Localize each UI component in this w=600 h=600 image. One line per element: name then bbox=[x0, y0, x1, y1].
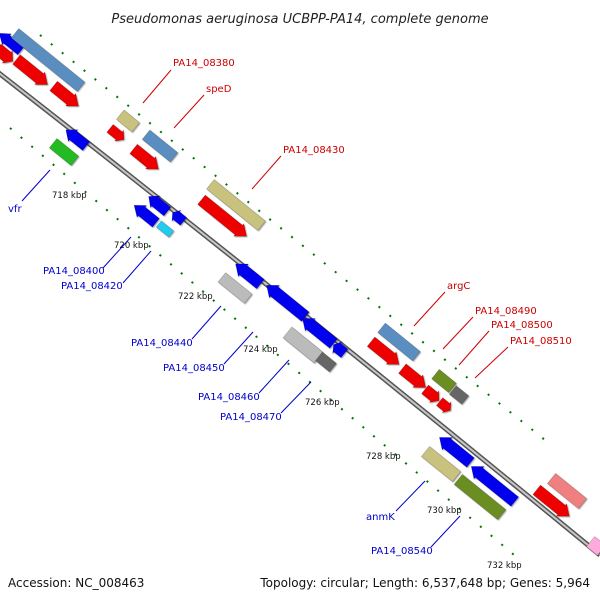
scale-label: 728 kbp bbox=[366, 452, 401, 462]
leader-line bbox=[251, 155, 282, 190]
gene-feature[interactable] bbox=[466, 460, 520, 508]
gene-label-pa14-08470: PA14_08470 bbox=[220, 412, 282, 423]
gene-feature[interactable] bbox=[129, 199, 160, 228]
gene-feature[interactable] bbox=[206, 179, 266, 231]
scale-label: 730 kbp bbox=[427, 506, 462, 516]
leader-line bbox=[442, 316, 474, 350]
gene-feature[interactable] bbox=[420, 384, 443, 407]
gene-feature[interactable] bbox=[129, 143, 164, 176]
leader-line bbox=[21, 169, 51, 202]
gene-label-pa14-08430: PA14_08430 bbox=[283, 145, 345, 156]
gene-feature[interactable] bbox=[61, 124, 91, 152]
gene-label-pa14-08400: PA14_08400 bbox=[43, 266, 105, 277]
leader-line bbox=[142, 69, 172, 104]
gene-feature[interactable] bbox=[435, 396, 455, 416]
gene-feature[interactable] bbox=[10, 28, 86, 92]
gene-feature[interactable] bbox=[48, 138, 80, 166]
gene-feature[interactable] bbox=[106, 123, 129, 145]
gene-feature[interactable] bbox=[49, 80, 84, 113]
leader-line bbox=[122, 250, 152, 284]
leader-lines bbox=[21, 69, 509, 548]
gene-feature[interactable] bbox=[0, 28, 25, 57]
leader-line bbox=[458, 330, 490, 366]
leader-line bbox=[413, 291, 446, 327]
scale-label: 726 kbp bbox=[305, 398, 340, 408]
map-title: Pseudomonas aeruginosa UCBPP-PA14, compl… bbox=[111, 12, 488, 27]
gene-feature[interactable] bbox=[448, 385, 470, 405]
gene-feature[interactable] bbox=[315, 351, 337, 373]
gene-label-anmk: anmK bbox=[366, 512, 395, 523]
gene-label-pa14-08460: PA14_08460 bbox=[198, 392, 260, 403]
gene-feature[interactable] bbox=[196, 194, 251, 243]
gene-label-pa14-08540: PA14_08540 bbox=[371, 546, 433, 557]
leader-line bbox=[191, 305, 222, 340]
gene-feature[interactable] bbox=[217, 272, 253, 304]
leader-line bbox=[102, 236, 132, 269]
scale-label: 720 kbp bbox=[114, 241, 149, 251]
gene-feature[interactable] bbox=[366, 335, 404, 370]
scale-label: 718 kbp bbox=[52, 191, 87, 201]
gene-feature[interactable] bbox=[546, 472, 588, 510]
gene-feature[interactable] bbox=[168, 207, 188, 227]
gene-feature[interactable] bbox=[11, 53, 52, 91]
scale-label: 732 kbp bbox=[487, 561, 522, 571]
gene-feature[interactable] bbox=[297, 312, 338, 350]
gene-label-pa14-08420: PA14_08420 bbox=[61, 281, 123, 292]
leader-line bbox=[395, 480, 426, 512]
leader-line bbox=[280, 381, 312, 414]
gene-feature[interactable] bbox=[420, 445, 462, 483]
gene-label-argc: argC bbox=[447, 281, 470, 292]
accession-text: Accession: NC_008463 bbox=[8, 576, 144, 590]
leader-line bbox=[474, 346, 509, 379]
leader-line bbox=[223, 331, 254, 365]
gene-label-pa14-08380: PA14_08380 bbox=[173, 58, 235, 69]
gene-feature[interactable] bbox=[155, 220, 175, 238]
gene-feature[interactable] bbox=[0, 42, 18, 67]
gene-label-pa14-08440: PA14_08440 bbox=[131, 338, 193, 349]
gene-feature[interactable] bbox=[141, 129, 179, 163]
gene-feature[interactable] bbox=[116, 109, 140, 133]
gene-label-sped: speD bbox=[206, 84, 232, 95]
gene-feature[interactable] bbox=[434, 431, 475, 469]
scale-label: 724 kbp bbox=[243, 345, 278, 355]
gene-label-pa14-08510: PA14_08510 bbox=[510, 336, 572, 347]
gene-feature[interactable] bbox=[262, 279, 311, 323]
leader-line bbox=[173, 94, 205, 129]
gene-feature[interactable] bbox=[397, 362, 430, 393]
gene-feature[interactable] bbox=[144, 191, 172, 218]
tick-marks bbox=[9, 34, 546, 561]
gene-features bbox=[0, 28, 600, 556]
gene-label-pa14-08500: PA14_08500 bbox=[491, 320, 553, 331]
leader-line bbox=[258, 359, 290, 394]
gene-label-pa14-08450: PA14_08450 bbox=[163, 363, 225, 374]
gene-feature[interactable] bbox=[431, 368, 457, 394]
tick-track bbox=[39, 34, 546, 441]
gene-label-vfr: vfr bbox=[8, 204, 22, 215]
gene-feature[interactable] bbox=[453, 473, 507, 521]
gene-feature[interactable] bbox=[282, 326, 324, 364]
gene-feature[interactable] bbox=[231, 258, 266, 291]
gene-feature[interactable] bbox=[532, 484, 575, 523]
gene-label-pa14-08490: PA14_08490 bbox=[475, 306, 537, 317]
scale-label: 722 kbp bbox=[178, 292, 213, 302]
gene-feature[interactable] bbox=[377, 322, 421, 362]
genome-summary-text: Topology: circular; Length: 6,537,648 bp… bbox=[259, 576, 590, 590]
leader-line bbox=[430, 515, 461, 548]
gene-feature[interactable] bbox=[586, 536, 600, 556]
gene-feature[interactable] bbox=[329, 339, 349, 359]
